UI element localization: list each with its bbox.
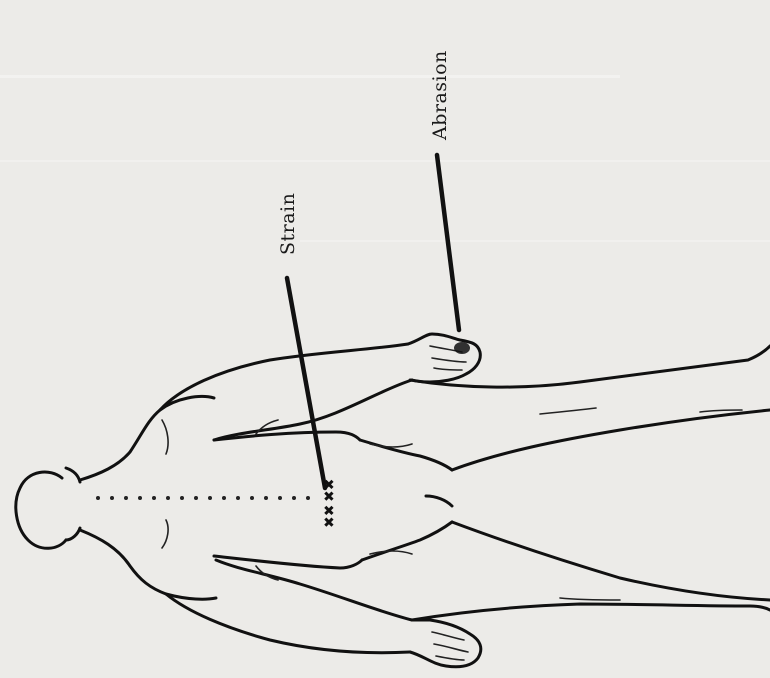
spine-dots: [96, 496, 310, 500]
lower-hand-fingers: [432, 632, 468, 660]
lower-arm-inner: [216, 560, 412, 620]
lower-leg-outer: [412, 604, 770, 620]
leg-detail: [540, 408, 742, 600]
abdomen-detail: [370, 444, 412, 554]
strain-mark-upper: ✖✖: [322, 479, 338, 502]
head-detail: [66, 468, 80, 540]
lower-arm-outer: [166, 594, 410, 653]
head-outline: [16, 472, 66, 548]
upper-arm-outer: [160, 344, 408, 410]
lower-leg-inner: [452, 522, 770, 600]
chest-detail: [162, 420, 168, 548]
abrasion-leader-line: [437, 155, 459, 330]
strain-leader-line: [287, 278, 325, 488]
upper-hand: [408, 334, 480, 382]
upper-leg-inner: [452, 410, 770, 470]
label-abrasion: Abrasion: [429, 50, 451, 141]
crotch: [426, 496, 452, 506]
neck-shoulder-lower: [80, 530, 216, 599]
abrasion-mark: [454, 342, 470, 354]
neck-shoulder-upper: [80, 397, 214, 481]
lower-hand: [410, 620, 481, 667]
pelvis-lower: [362, 522, 452, 560]
strain-mark-lower: ✖✖: [322, 505, 338, 528]
label-strain: Strain: [277, 193, 299, 255]
arm-detail: [256, 420, 278, 580]
